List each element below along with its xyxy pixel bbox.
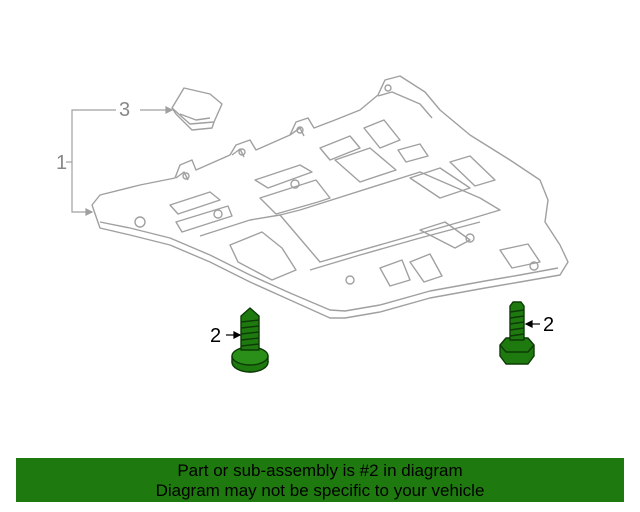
bolt-icon — [231, 307, 269, 373]
part-info-banner: Part or sub-assembly is #2 in diagram Di… — [16, 458, 624, 502]
banner-line-disclaimer: Diagram may not be specific to your vehi… — [155, 481, 485, 500]
callout-number-assembly: 1 — [56, 152, 68, 174]
callout-arrow-left — [226, 331, 242, 339]
callout-arrow-right — [524, 320, 540, 328]
bolt-icon — [499, 301, 535, 365]
callout-number-bolt-left: 2 — [210, 325, 222, 347]
callout-number-clip: 3 — [119, 99, 131, 121]
clip-part — [171, 87, 223, 131]
callout-lines — [66, 106, 174, 216]
banner-line-part-number: Part or sub-assembly is #2 in diagram — [177, 461, 463, 480]
under-cover-panel — [91, 75, 569, 319]
callout-number-bolt-right: 2 — [543, 314, 555, 336]
